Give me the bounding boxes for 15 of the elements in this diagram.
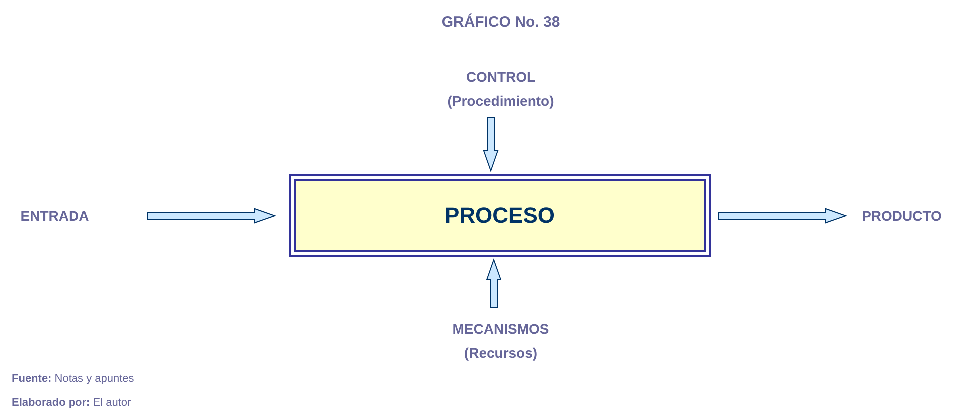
block-arrow xyxy=(718,208,848,224)
source-note: Fuente: Notas y apuntes xyxy=(12,373,134,385)
node-label: (Recursos) xyxy=(464,344,538,363)
node-label: (Procedimiento) xyxy=(448,92,554,111)
node-label: PRODUCTO xyxy=(862,207,942,226)
source-note: Elaborado por: El autor xyxy=(12,397,132,409)
block-arrow xyxy=(148,208,277,224)
block-arrow xyxy=(486,258,502,308)
node-label: MECANISMOS xyxy=(452,320,550,339)
node-label: PROCESO xyxy=(444,204,556,228)
chart-title: GRÁFICO No. 38 xyxy=(440,14,562,31)
process-box xyxy=(289,174,711,257)
node-label: ENTRADA xyxy=(20,207,90,226)
block-arrow xyxy=(483,118,499,173)
node-label: CONTROL xyxy=(466,68,536,87)
